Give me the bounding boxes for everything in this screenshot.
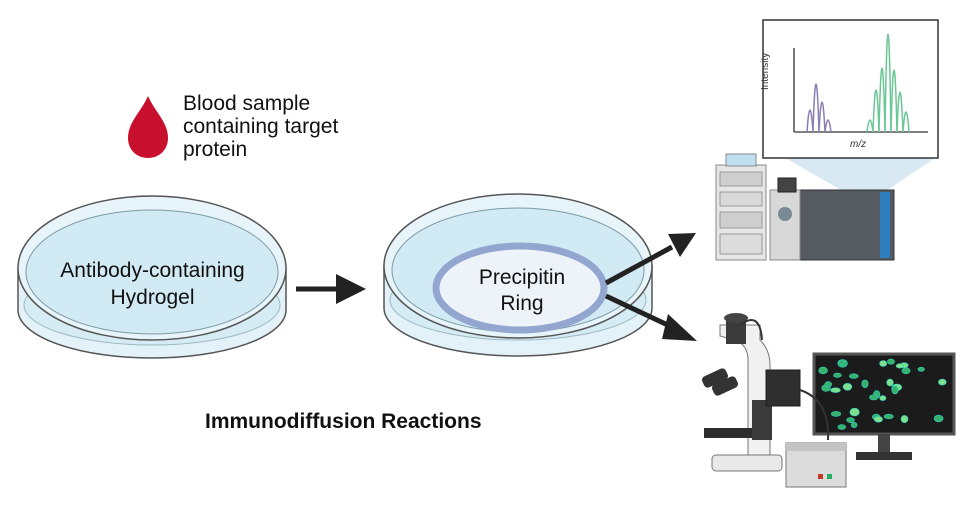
fluorescent-cell [869,394,879,401]
mass-spectrometer [715,153,935,261]
fluorescent-cell [861,379,869,388]
fluorescent-cell [873,416,883,423]
fluorescent-cell [849,407,860,417]
fluorescent-cell [917,366,925,372]
fluorescent-cell [842,382,853,391]
spectrum-peak [902,111,910,133]
fluorescent-cell [887,358,895,365]
hydrogel-label: Antibody-containing Hydrogel [60,259,245,309]
spectrum-peak [884,33,892,133]
diagram-caption: Immunodiffusion Reactions [205,410,482,433]
fluorescent-cell [901,367,911,375]
process-arrow [296,274,366,304]
fluorescent-cell [879,360,888,367]
fluorescence-monitor [799,352,956,460]
fluorescent-cell [895,363,905,369]
petri-dish-1 [17,195,287,359]
fluorescent-cell [850,421,858,428]
fluorescent-cell [938,378,947,386]
spectrum-peak [890,69,898,133]
fluorescent-cell [886,378,894,387]
fluorescent-cell [830,411,842,417]
spectrum-x-label: m/z [850,139,867,150]
fluorescent-cell [900,415,909,424]
fluorescent-cell [837,424,846,430]
fluorescent-cell [846,417,855,423]
fluorescent-cell [848,373,859,379]
arrow-to-microscope [604,293,697,341]
fluorescent-cell [879,395,887,401]
precipitin-ring-label: Precipitin Ring [478,266,566,315]
spectrum-y-label: Intensity [760,52,771,90]
spectrum-peak [812,83,820,133]
petri-dish-2 [383,193,653,357]
spectrum-peak [872,89,880,133]
spectrum-panel [762,19,939,159]
fluorescent-cell [833,372,842,378]
spectrum-peak [818,101,826,133]
arrow-to-mass-spec [604,233,696,286]
spectrum-peak [896,91,904,133]
controller-box [785,442,847,488]
fluorescent-cell [883,413,894,420]
fluorescent-cell [824,381,833,388]
fluorescent-cell [838,360,846,365]
blood-sample-label: Blood sample containing target protein [183,92,339,161]
fluorescent-cell [891,385,899,395]
fluorescent-cell [933,414,944,423]
precipitin-ring [432,242,608,334]
spectrum-peak [824,119,832,133]
spectrum-peak [878,67,886,133]
microscope [701,313,801,472]
blood-drop-icon [128,96,168,158]
fluorescent-cell [818,366,828,375]
fluorescent-cell [830,387,841,393]
